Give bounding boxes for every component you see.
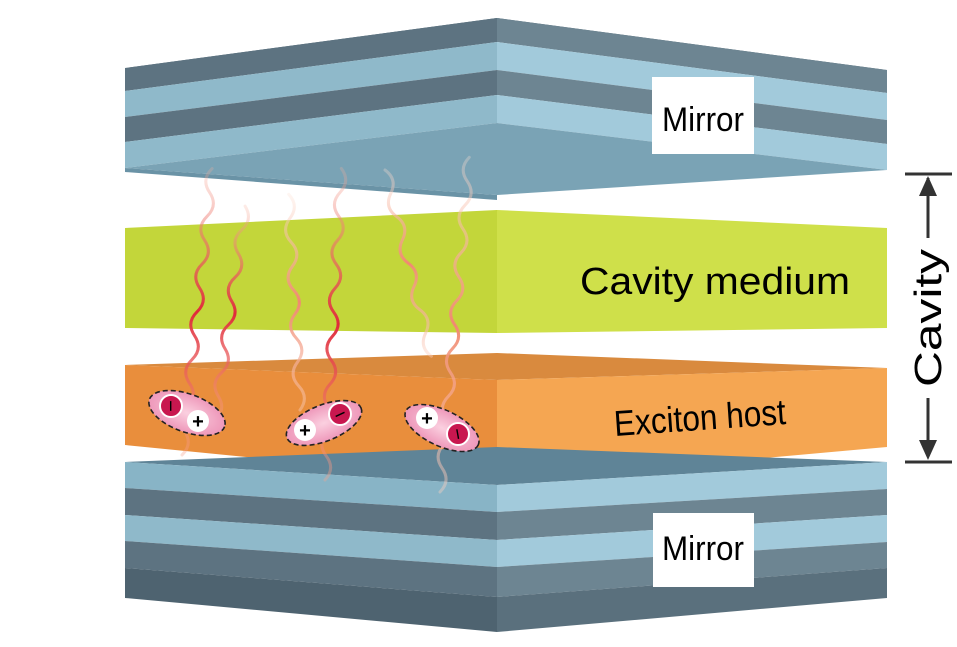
photon-wave	[213, 204, 250, 422]
electron	[446, 422, 470, 446]
hole-sign: +	[192, 411, 204, 433]
photon-wave	[383, 168, 433, 358]
bottom-mirror-label: Mirror	[662, 530, 744, 568]
hole	[416, 407, 438, 429]
bottom-mirror	[125, 447, 887, 632]
cavity-label: Cavity	[908, 249, 950, 387]
exciton-pair-1: − +	[148, 389, 226, 437]
hole-sign: +	[299, 420, 311, 442]
exciton-pair-3: + −	[404, 403, 480, 453]
bottom-mirror-label-box: Mirror	[653, 513, 754, 587]
hole	[187, 410, 209, 432]
cavity-medium-layer	[125, 210, 887, 333]
top-mirror-label-box: Mirror	[652, 77, 754, 154]
electron	[159, 394, 183, 418]
electron	[328, 402, 352, 426]
cavity-medium-label: Cavity medium	[580, 261, 850, 303]
top-mirror-label: Mirror	[662, 101, 744, 139]
hole-sign: +	[421, 408, 433, 430]
top-mirror	[125, 18, 887, 200]
exciton-pair-2: − +	[285, 399, 363, 447]
electron-sign: −	[445, 427, 469, 442]
hole	[294, 419, 316, 441]
photon-wave	[284, 192, 306, 412]
electron-sign: −	[159, 400, 181, 412]
cavity-dimension	[905, 172, 952, 464]
